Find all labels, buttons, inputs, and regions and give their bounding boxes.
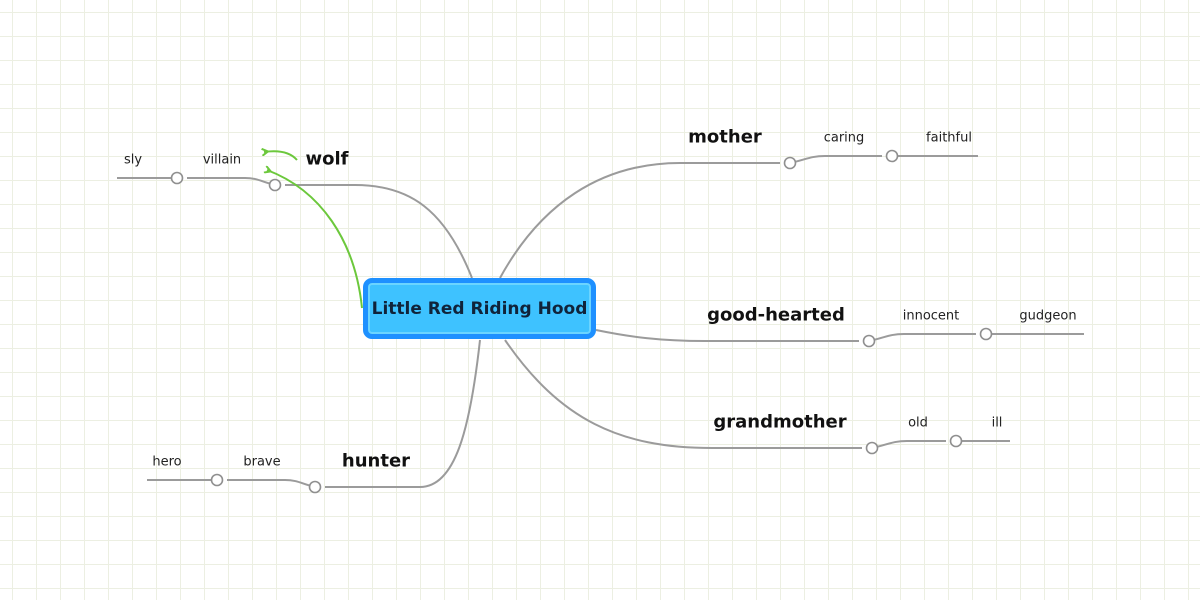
connector-good-hearted-innocent [868,333,976,342]
collapse-toggle-mother[interactable] [783,156,797,170]
topic-hunter[interactable]: hunter [341,450,411,472]
connector-good-hearted [595,329,859,342]
connector-grandmother [504,339,862,449]
topic-wolf[interactable]: wolf [305,148,349,170]
central-topic[interactable]: Little Red Riding Hood [363,278,596,339]
topic-grandmother[interactable]: grandmother [713,411,847,433]
subtopic-gudgeon[interactable]: gudgeon [1019,308,1077,324]
connector-hunter [325,339,481,488]
topic-good-hearted[interactable]: good-hearted [707,304,845,326]
collapse-toggle-good-hearted[interactable] [862,334,876,348]
collapse-toggle-innocent[interactable] [979,327,993,341]
connector-hunter-brave [227,479,316,488]
collapse-toggle-wolf[interactable] [268,178,282,192]
relationship-arrow-to-wolf-label[interactable] [264,151,298,161]
relationship-arrow-to-wolf-node[interactable] [267,170,363,309]
subtopic-innocent[interactable]: innocent [902,308,960,324]
subtopic-sly[interactable]: sly [123,152,143,168]
central-topic-label: Little Red Riding Hood [371,298,588,319]
subtopic-ill[interactable]: ill [991,415,1003,431]
collapse-toggle-caring[interactable] [885,149,899,163]
subtopic-hero[interactable]: hero [152,454,182,470]
connector-mother [499,162,780,279]
connector-mother-caring [789,155,882,164]
connector-wolf [285,184,473,279]
subtopic-faithful[interactable]: faithful [926,130,972,146]
connector-wolf-villain [187,177,276,186]
collapse-toggle-villain[interactable] [170,171,184,185]
connector-grandmother-old [871,440,946,449]
collapse-toggle-brave[interactable] [210,473,224,487]
subtopic-villain[interactable]: villain [202,152,242,168]
topic-mother[interactable]: mother [688,126,762,148]
collapse-toggle-old[interactable] [949,434,963,448]
subtopic-caring[interactable]: caring [823,130,865,146]
collapse-toggle-hunter[interactable] [308,480,322,494]
collapse-toggle-grandmother[interactable] [865,441,879,455]
subtopic-brave[interactable]: brave [243,454,281,470]
subtopic-old[interactable]: old [908,415,928,431]
